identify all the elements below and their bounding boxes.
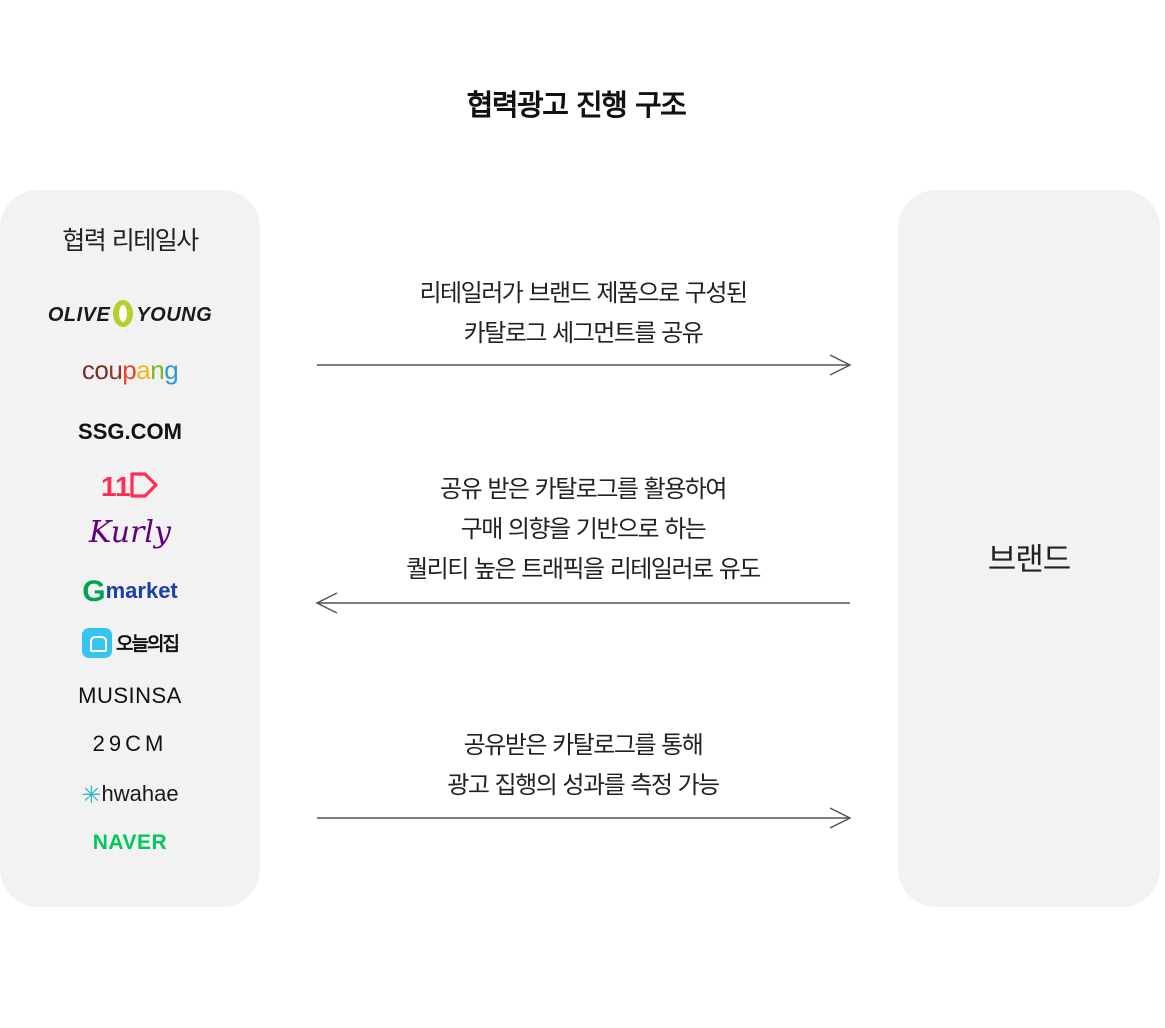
flow-text-catalog-share: 리테일러가 브랜드 제품으로 구성된 카탈로그 세그먼트를 공유 — [300, 273, 866, 353]
ohou-logo: 오늘의집 — [0, 628, 260, 658]
flow-text-traffic: 공유 받은 카탈로그를 활용하여 구매 의향을 기반으로 하는 퀄리티 높은 트… — [300, 469, 866, 589]
flow-text-line: 구매 의향을 기반으로 하는 — [460, 515, 707, 543]
ssg-logo: SSG.COM — [78, 419, 182, 444]
coupang-letter: c — [81, 355, 95, 385]
coupang-letter: p — [122, 355, 137, 385]
oliveyoung-logo: OLIVE YOUNG — [0, 300, 260, 327]
coupang-letter: a — [136, 355, 151, 385]
house-icon — [82, 628, 113, 658]
page-title: 협력광고 진행 구조 — [466, 88, 687, 122]
flow-text-line: 공유 받은 카탈로그를 활용하여 — [440, 475, 727, 503]
coupang-letter: o — [94, 355, 109, 385]
flow-text-line: 카탈로그 세그먼트를 공유 — [463, 319, 704, 347]
retailers-panel-title: 협력 리테일사 — [62, 226, 199, 255]
arrow-tag-icon — [130, 472, 158, 498]
gmarket-logo-text: market — [105, 578, 178, 603]
flow-text-line: 광고 집행의 성과를 측정 가능 — [447, 771, 720, 799]
brand-panel — [898, 190, 1160, 907]
sparkle-icon: ✳ — [81, 782, 102, 809]
oliveyoung-logo-right: YOUNG — [136, 304, 213, 326]
arrow-left-2 — [315, 592, 850, 614]
naver-logo: NAVER — [92, 831, 168, 854]
coupang-letter: n — [150, 355, 165, 385]
eleven-st-text: 11 — [101, 471, 131, 502]
hwahae-logo: ✳hwahae — [0, 781, 260, 810]
gmarket-logo: Gmarket — [0, 575, 260, 609]
olive-leaf-icon — [113, 300, 134, 327]
oliveyoung-logo-left: OLIVE — [47, 304, 111, 326]
brand-label: 브랜드 — [987, 542, 1072, 578]
flow-text-line: 퀄리티 높은 트래픽을 리테일러로 유도 — [406, 555, 761, 583]
coupang-letter: u — [108, 355, 123, 385]
eleven-st-mark: 11 — [101, 471, 158, 502]
eleven-st-logo: 11 — [0, 468, 260, 502]
gmarket-logo-g: G — [82, 575, 106, 608]
musinsa-logo: MUSINSA — [78, 683, 182, 708]
kurly-logo: Kurly — [89, 515, 171, 550]
ohou-logo-text: 오늘의집 — [116, 633, 180, 655]
flow-text-line: 공유받은 카탈로그를 통해 — [463, 731, 704, 759]
coupang-logo: coupang — [0, 355, 260, 386]
twentynine-cm-logo: 29CM — [92, 731, 168, 756]
arrow-right-3 — [317, 807, 852, 829]
coupang-letter: g — [164, 355, 179, 385]
arrow-right-1 — [317, 354, 852, 376]
flow-text-measure: 공유받은 카탈로그를 통해 광고 집행의 성과를 측정 가능 — [300, 725, 866, 805]
hwahae-logo-text: hwahae — [101, 781, 179, 806]
flow-text-line: 리테일러가 브랜드 제품으로 구성된 — [419, 279, 748, 307]
